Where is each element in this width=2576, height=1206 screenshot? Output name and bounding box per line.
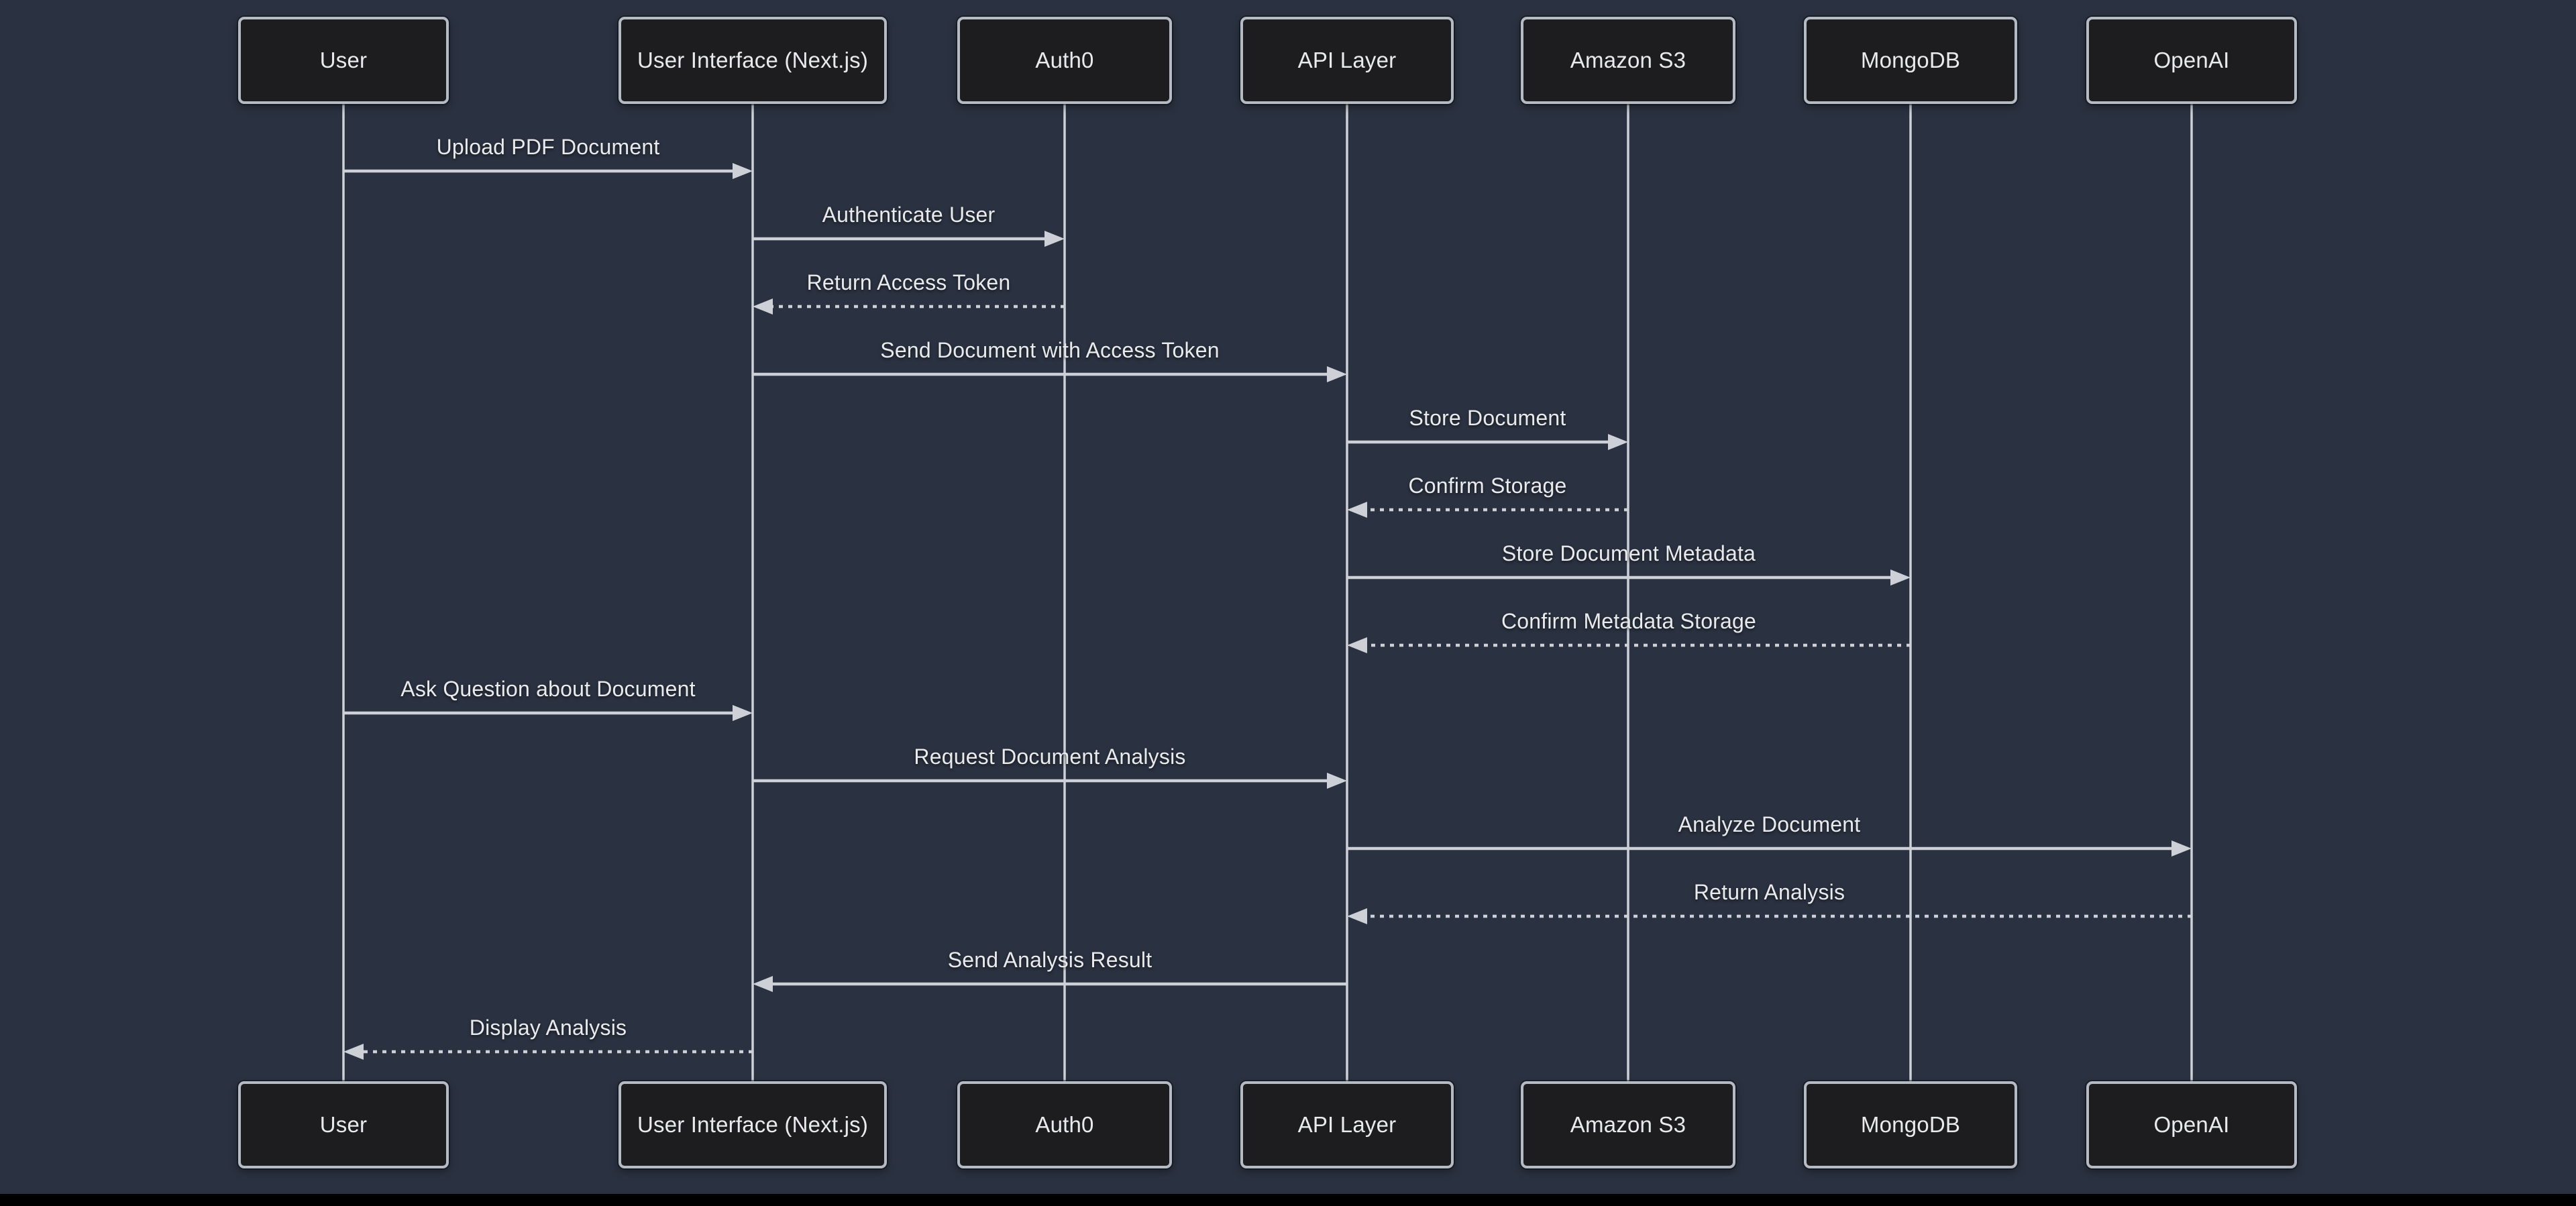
actor-box-bottom-ui: User Interface (Next.js): [619, 1081, 887, 1168]
actor-box-top-api: API Layer: [1240, 17, 1454, 104]
arrowhead-icon: [1347, 637, 1367, 653]
arrowhead-icon: [1347, 502, 1367, 518]
actor-box-bottom-auth0: Auth0: [957, 1081, 1172, 1168]
actor-box-bottom-s3: Amazon S3: [1521, 1081, 1735, 1168]
actor-box-top-openai: OpenAI: [2086, 17, 2297, 104]
actor-box-bottom-mongo: MongoDB: [1804, 1081, 2017, 1168]
actor-box-bottom-user: User: [238, 1081, 449, 1168]
actor-box-top-s3: Amazon S3: [1521, 17, 1735, 104]
arrowhead-icon: [753, 298, 773, 315]
arrowhead-icon: [1044, 231, 1065, 247]
actor-box-bottom-api: API Layer: [1240, 1081, 1454, 1168]
bottom-black-bar: [0, 1194, 2576, 1206]
actor-box-top-mongo: MongoDB: [1804, 17, 2017, 104]
arrowhead-icon: [1608, 434, 1628, 450]
arrowhead-icon: [1327, 366, 1347, 382]
arrowhead-icon: [1890, 569, 1911, 586]
arrowhead-icon: [2171, 840, 2192, 857]
arrowhead-icon: [1327, 773, 1347, 789]
arrowhead-icon: [733, 705, 753, 721]
arrowhead-icon: [733, 163, 753, 179]
arrowhead-icon: [753, 976, 773, 992]
actor-box-top-user: User: [238, 17, 449, 104]
actor-box-top-auth0: Auth0: [957, 17, 1172, 104]
arrowhead-icon: [343, 1044, 364, 1060]
actor-box-bottom-openai: OpenAI: [2086, 1081, 2297, 1168]
actor-box-top-ui: User Interface (Next.js): [619, 17, 887, 104]
arrowhead-icon: [1347, 908, 1367, 924]
